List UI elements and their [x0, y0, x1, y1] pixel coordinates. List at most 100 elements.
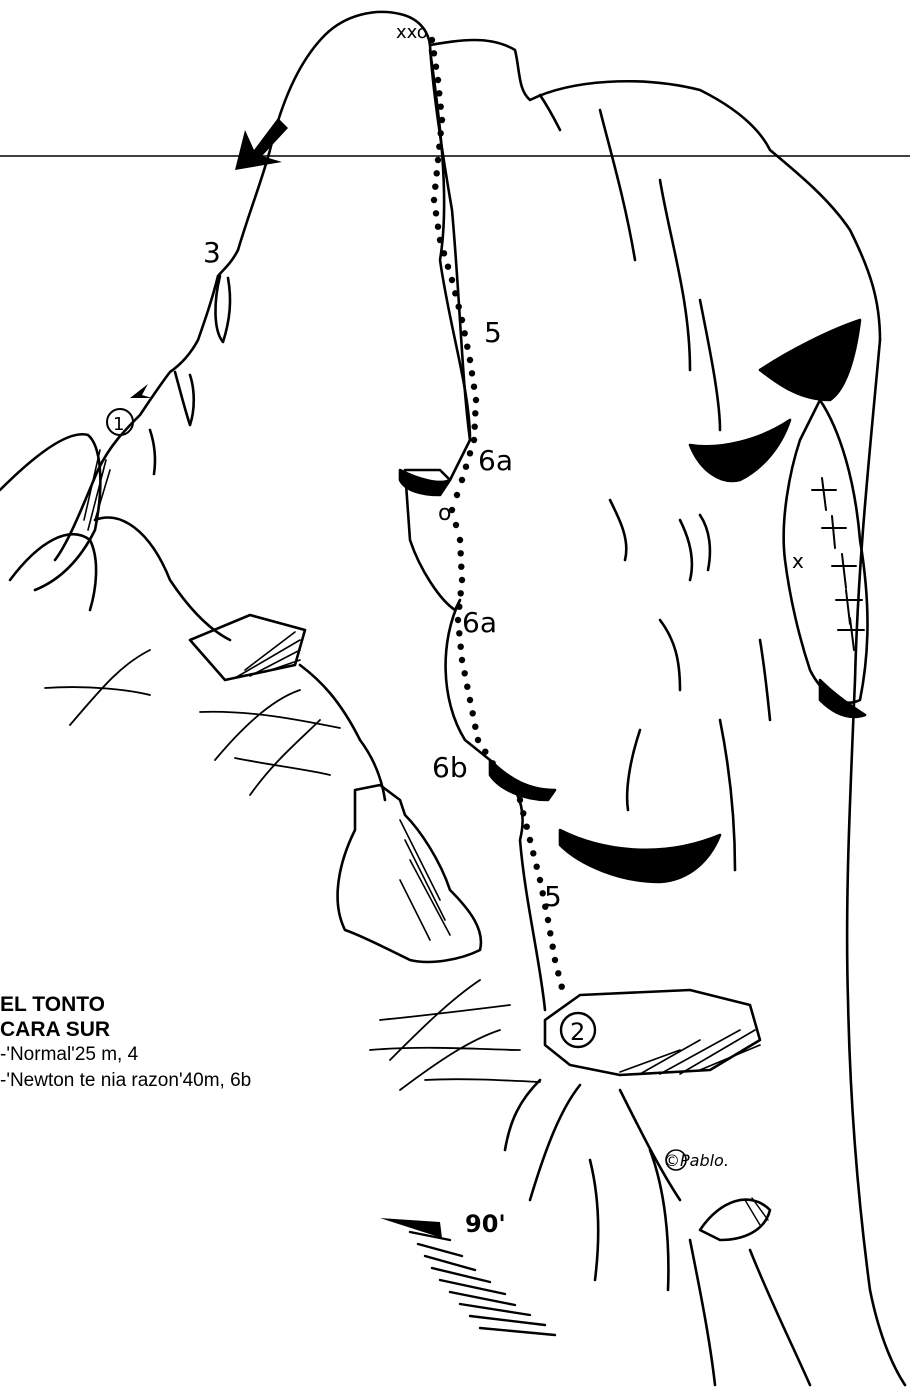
- wall-feature-lines: [540, 95, 770, 1290]
- left-flake-1: [215, 276, 230, 342]
- route-dot: [456, 304, 462, 310]
- sun-angle-label: 90': [465, 1210, 506, 1238]
- route-dot: [472, 424, 478, 430]
- route-dot: [559, 984, 565, 990]
- route-dot: [459, 577, 465, 583]
- pillar-right-roof: [820, 680, 865, 717]
- big-roof: [560, 830, 720, 882]
- route-dot: [472, 410, 478, 416]
- route-dot: [458, 644, 464, 650]
- route-dot: [473, 397, 479, 403]
- route-dot: [524, 824, 530, 830]
- route-dot: [471, 384, 477, 390]
- grade-label-6a-upper: 6a: [478, 444, 513, 477]
- route-dot: [439, 117, 445, 123]
- route-dot: [471, 437, 477, 443]
- hatch-block-1: [235, 632, 300, 678]
- route-dot: [497, 772, 503, 778]
- route-dot: [534, 864, 540, 870]
- route-2-marker: 2: [570, 1018, 585, 1046]
- route-dot: [437, 237, 443, 243]
- route-dot: [467, 357, 473, 363]
- route-dot: [433, 210, 439, 216]
- route-dot: [434, 170, 440, 176]
- crag-name: EL TONTO: [0, 992, 251, 1017]
- grade-label-5-upper: 5: [484, 316, 502, 349]
- route-dot: [482, 749, 488, 755]
- route-dot: [467, 450, 473, 456]
- main-crack: [405, 50, 545, 1010]
- route-dot: [464, 684, 470, 690]
- grade-label-6b: 6b: [432, 751, 468, 784]
- base-slope: [505, 1080, 680, 1200]
- route-dot: [431, 50, 437, 56]
- route-dot: [445, 264, 451, 270]
- route-dot: [435, 157, 441, 163]
- main-wall-outline: [430, 40, 880, 340]
- route-dot: [555, 970, 561, 976]
- grade-label-3: 3: [203, 236, 221, 269]
- descent-arrow-icon: [235, 118, 288, 170]
- route-dot: [429, 37, 435, 43]
- route-dot: [472, 724, 478, 730]
- route-dot: [436, 144, 442, 150]
- right-edge: [847, 340, 905, 1385]
- anchor-belay-label: o: [438, 501, 451, 526]
- route-dot: [459, 477, 465, 483]
- copyright-label: ©Pablo.: [664, 1151, 729, 1170]
- small-boulder: [700, 1200, 770, 1240]
- route-dot: [435, 77, 441, 83]
- route-dot: [462, 330, 468, 336]
- route-dot: [457, 537, 463, 543]
- route-dot: [520, 810, 526, 816]
- route-dot: [550, 944, 556, 950]
- route-dot: [463, 464, 469, 470]
- route-1-marker: 1: [113, 414, 124, 435]
- route-dot: [459, 317, 465, 323]
- route-dot: [547, 930, 553, 936]
- face-name: CARA SUR: [0, 1017, 251, 1042]
- route-dot: [431, 197, 437, 203]
- route-dot: [475, 737, 481, 743]
- left-gully-line: [300, 665, 385, 800]
- route-dot: [449, 277, 455, 283]
- route-dot: [464, 344, 470, 350]
- left-crack: [150, 430, 155, 474]
- mid-roof: [690, 420, 790, 481]
- route-dot: [458, 550, 464, 556]
- route-dot: [435, 224, 441, 230]
- route-dot: [459, 657, 465, 663]
- left-flake-2: [175, 372, 194, 425]
- grade-label-6a-lower: 6a: [462, 606, 497, 639]
- anchor-summit-label: xxo: [396, 22, 428, 43]
- route-dot: [455, 617, 461, 623]
- bolt-mark-label: x: [792, 549, 804, 573]
- route-dot: [545, 917, 551, 923]
- upper-roof: [760, 320, 860, 400]
- legend-route-1: -'Normal'25 m, 4: [0, 1042, 251, 1068]
- lower-right-outline: [690, 1240, 810, 1385]
- route-dot: [517, 797, 523, 803]
- route-dot: [458, 590, 464, 596]
- route-dot: [527, 837, 533, 843]
- route-dot: [438, 130, 444, 136]
- route-dot: [433, 63, 439, 69]
- scree-hatch-1: [45, 650, 340, 795]
- scree-hatch-2: [370, 980, 540, 1090]
- route-legend: EL TONTO CARA SUR -'Normal'25 m, 4 -'New…: [0, 992, 251, 1094]
- route-dot: [454, 492, 460, 498]
- route-dot: [467, 697, 473, 703]
- sun-wedge-icon: [380, 1218, 442, 1238]
- route-dot: [436, 90, 442, 96]
- route-dot: [458, 564, 464, 570]
- lower-boulder-2: [338, 785, 481, 962]
- route-dot: [507, 784, 513, 790]
- route-dot: [438, 104, 444, 110]
- route-dot: [432, 184, 438, 190]
- route-dot: [453, 522, 459, 528]
- roof-6b: [490, 760, 555, 800]
- route-dot: [490, 760, 496, 766]
- route-dot: [469, 370, 475, 376]
